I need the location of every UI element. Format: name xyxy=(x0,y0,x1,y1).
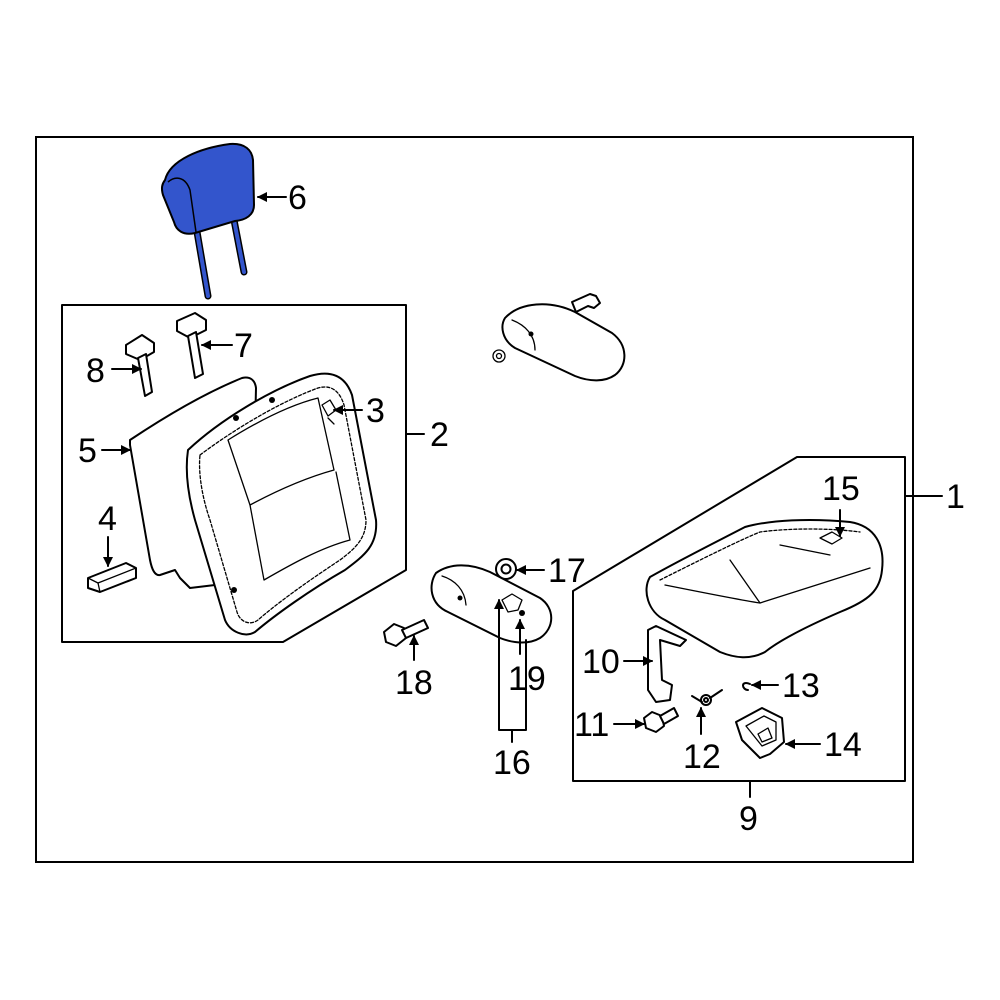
callout-12: 12 xyxy=(683,738,721,776)
callout-14: 14 xyxy=(824,726,862,764)
washer-17[interactable] xyxy=(495,558,517,580)
armrest-lower[interactable] xyxy=(430,564,553,644)
callout-6: 6 xyxy=(288,179,307,217)
callout-18: 18 xyxy=(395,664,433,702)
callout-13: 13 xyxy=(782,667,820,705)
bolt-11[interactable] xyxy=(643,707,679,733)
callout-9: 9 xyxy=(739,800,758,838)
headrest-guide-8[interactable] xyxy=(125,334,155,397)
callout-11: 11 xyxy=(574,706,609,744)
outer-frame xyxy=(35,136,914,863)
headrest[interactable] xyxy=(160,142,256,300)
callout-19: 19 xyxy=(508,660,546,698)
armrest-upper[interactable] xyxy=(492,293,626,382)
callout-3: 3 xyxy=(366,392,385,430)
cover-14[interactable] xyxy=(735,707,785,759)
bolt-18[interactable] xyxy=(383,619,429,647)
headrest-body xyxy=(160,142,256,235)
callout-17: 17 xyxy=(548,552,586,590)
headrest-post-right-fill xyxy=(232,218,246,274)
seat-cushion[interactable] xyxy=(645,518,884,659)
headrest-post-left-fill xyxy=(194,224,210,298)
backrest-subframe xyxy=(61,304,407,643)
callout-5: 5 xyxy=(78,432,97,470)
callout-8: 8 xyxy=(86,352,105,390)
backrest-cushion[interactable] xyxy=(185,372,378,636)
headrest-seam xyxy=(167,177,197,233)
clip-13[interactable] xyxy=(742,682,751,691)
headrest-guide-7[interactable] xyxy=(176,312,207,379)
callout-10: 10 xyxy=(582,643,620,681)
callout-16: 16 xyxy=(493,744,531,782)
callout-7: 7 xyxy=(234,327,253,365)
bracket-10[interactable] xyxy=(647,625,687,703)
spring-12[interactable] xyxy=(691,689,723,706)
callout-2: 2 xyxy=(430,416,449,454)
callout-15: 15 xyxy=(822,470,860,508)
cushion-subframe xyxy=(572,456,906,782)
callout-1: 1 xyxy=(946,478,965,516)
callout-4: 4 xyxy=(98,500,117,538)
